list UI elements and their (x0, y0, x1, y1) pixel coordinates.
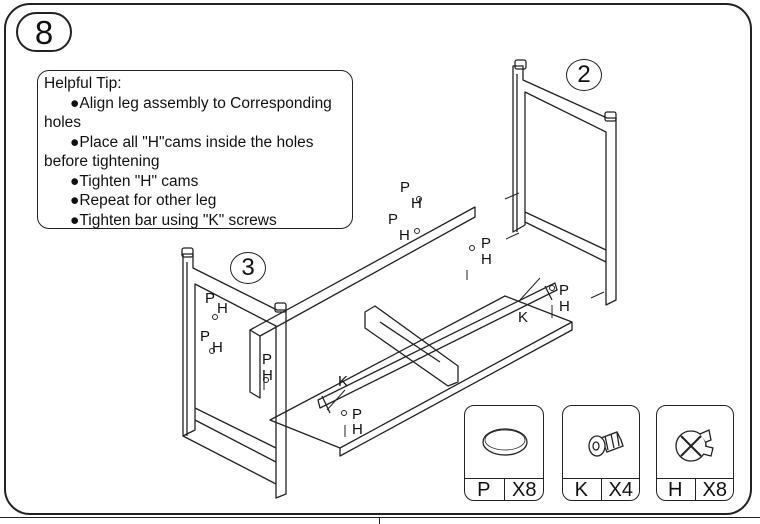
h-label: H (399, 227, 410, 244)
right-leg-frame (512, 59, 617, 306)
h-label: H (352, 421, 363, 438)
tip-line: ●Tighten bar using "K" screws (70, 211, 277, 229)
hardware-box-h: H X8 (656, 405, 734, 501)
h-cam-lock-icon (675, 429, 714, 462)
bottom-shelf (269, 295, 573, 457)
instruction-frame (4, 3, 752, 515)
center-divider-panel (364, 305, 459, 387)
hardware-letter: K (563, 479, 602, 500)
p-label: P (352, 406, 362, 423)
tip-line: ●Repeat for other leg (70, 192, 217, 209)
h-label: H (262, 367, 273, 384)
callout-number: 2 (577, 61, 591, 88)
tip-line: ●Tighten "H" cams (70, 172, 199, 190)
left-leg-callout: 3 (230, 252, 266, 284)
cam-bolt-disc-icon (482, 428, 528, 456)
p-label: P (200, 328, 210, 345)
h-label: H (481, 251, 492, 268)
cross-bar (317, 282, 558, 414)
h-label: H (559, 298, 570, 315)
k-screw-icon (588, 431, 624, 457)
helpful-tip-box: Helpful Tip: ●Align leg assembly to Corr… (37, 70, 353, 229)
hardware-quantity: X8 (512, 479, 537, 501)
back-panel (249, 206, 476, 399)
hardware-quantity: X4 (608, 479, 633, 501)
h-label: H (217, 300, 228, 317)
p-label: P (205, 290, 215, 307)
right-leg-callout: 2 (566, 59, 602, 91)
hardware-box-p: P X8 (464, 405, 544, 501)
k-label: K (518, 309, 528, 326)
hardware-hints (209, 192, 605, 437)
p-label: P (559, 282, 569, 299)
tip-line: holes (44, 114, 82, 131)
left-leg-frame (181, 247, 287, 499)
hardware-letter: H (657, 479, 696, 500)
p-label: P (400, 179, 410, 196)
step-number-badge: 8 (16, 12, 72, 52)
tip-line: before tightening (44, 153, 160, 170)
page-footer-rule (0, 517, 760, 524)
step-number: 8 (34, 13, 54, 51)
h-label: H (212, 339, 223, 356)
p-label: P (481, 235, 491, 252)
p-label: P (262, 351, 272, 368)
h-label: H (411, 195, 422, 212)
hardware-box-k: K X4 (562, 405, 640, 501)
tip-line: ●Place all "H"cams inside the holes (70, 133, 314, 151)
hardware-quantity: X8 (702, 479, 727, 501)
p-label: P (388, 211, 398, 228)
hardware-letter: P (465, 479, 505, 500)
callout-number: 3 (241, 254, 255, 281)
k-label: K (338, 373, 348, 390)
tip-line: ●Align leg assembly to Corresponding (70, 94, 332, 112)
tip-title: Helpful Tip: (44, 75, 122, 92)
